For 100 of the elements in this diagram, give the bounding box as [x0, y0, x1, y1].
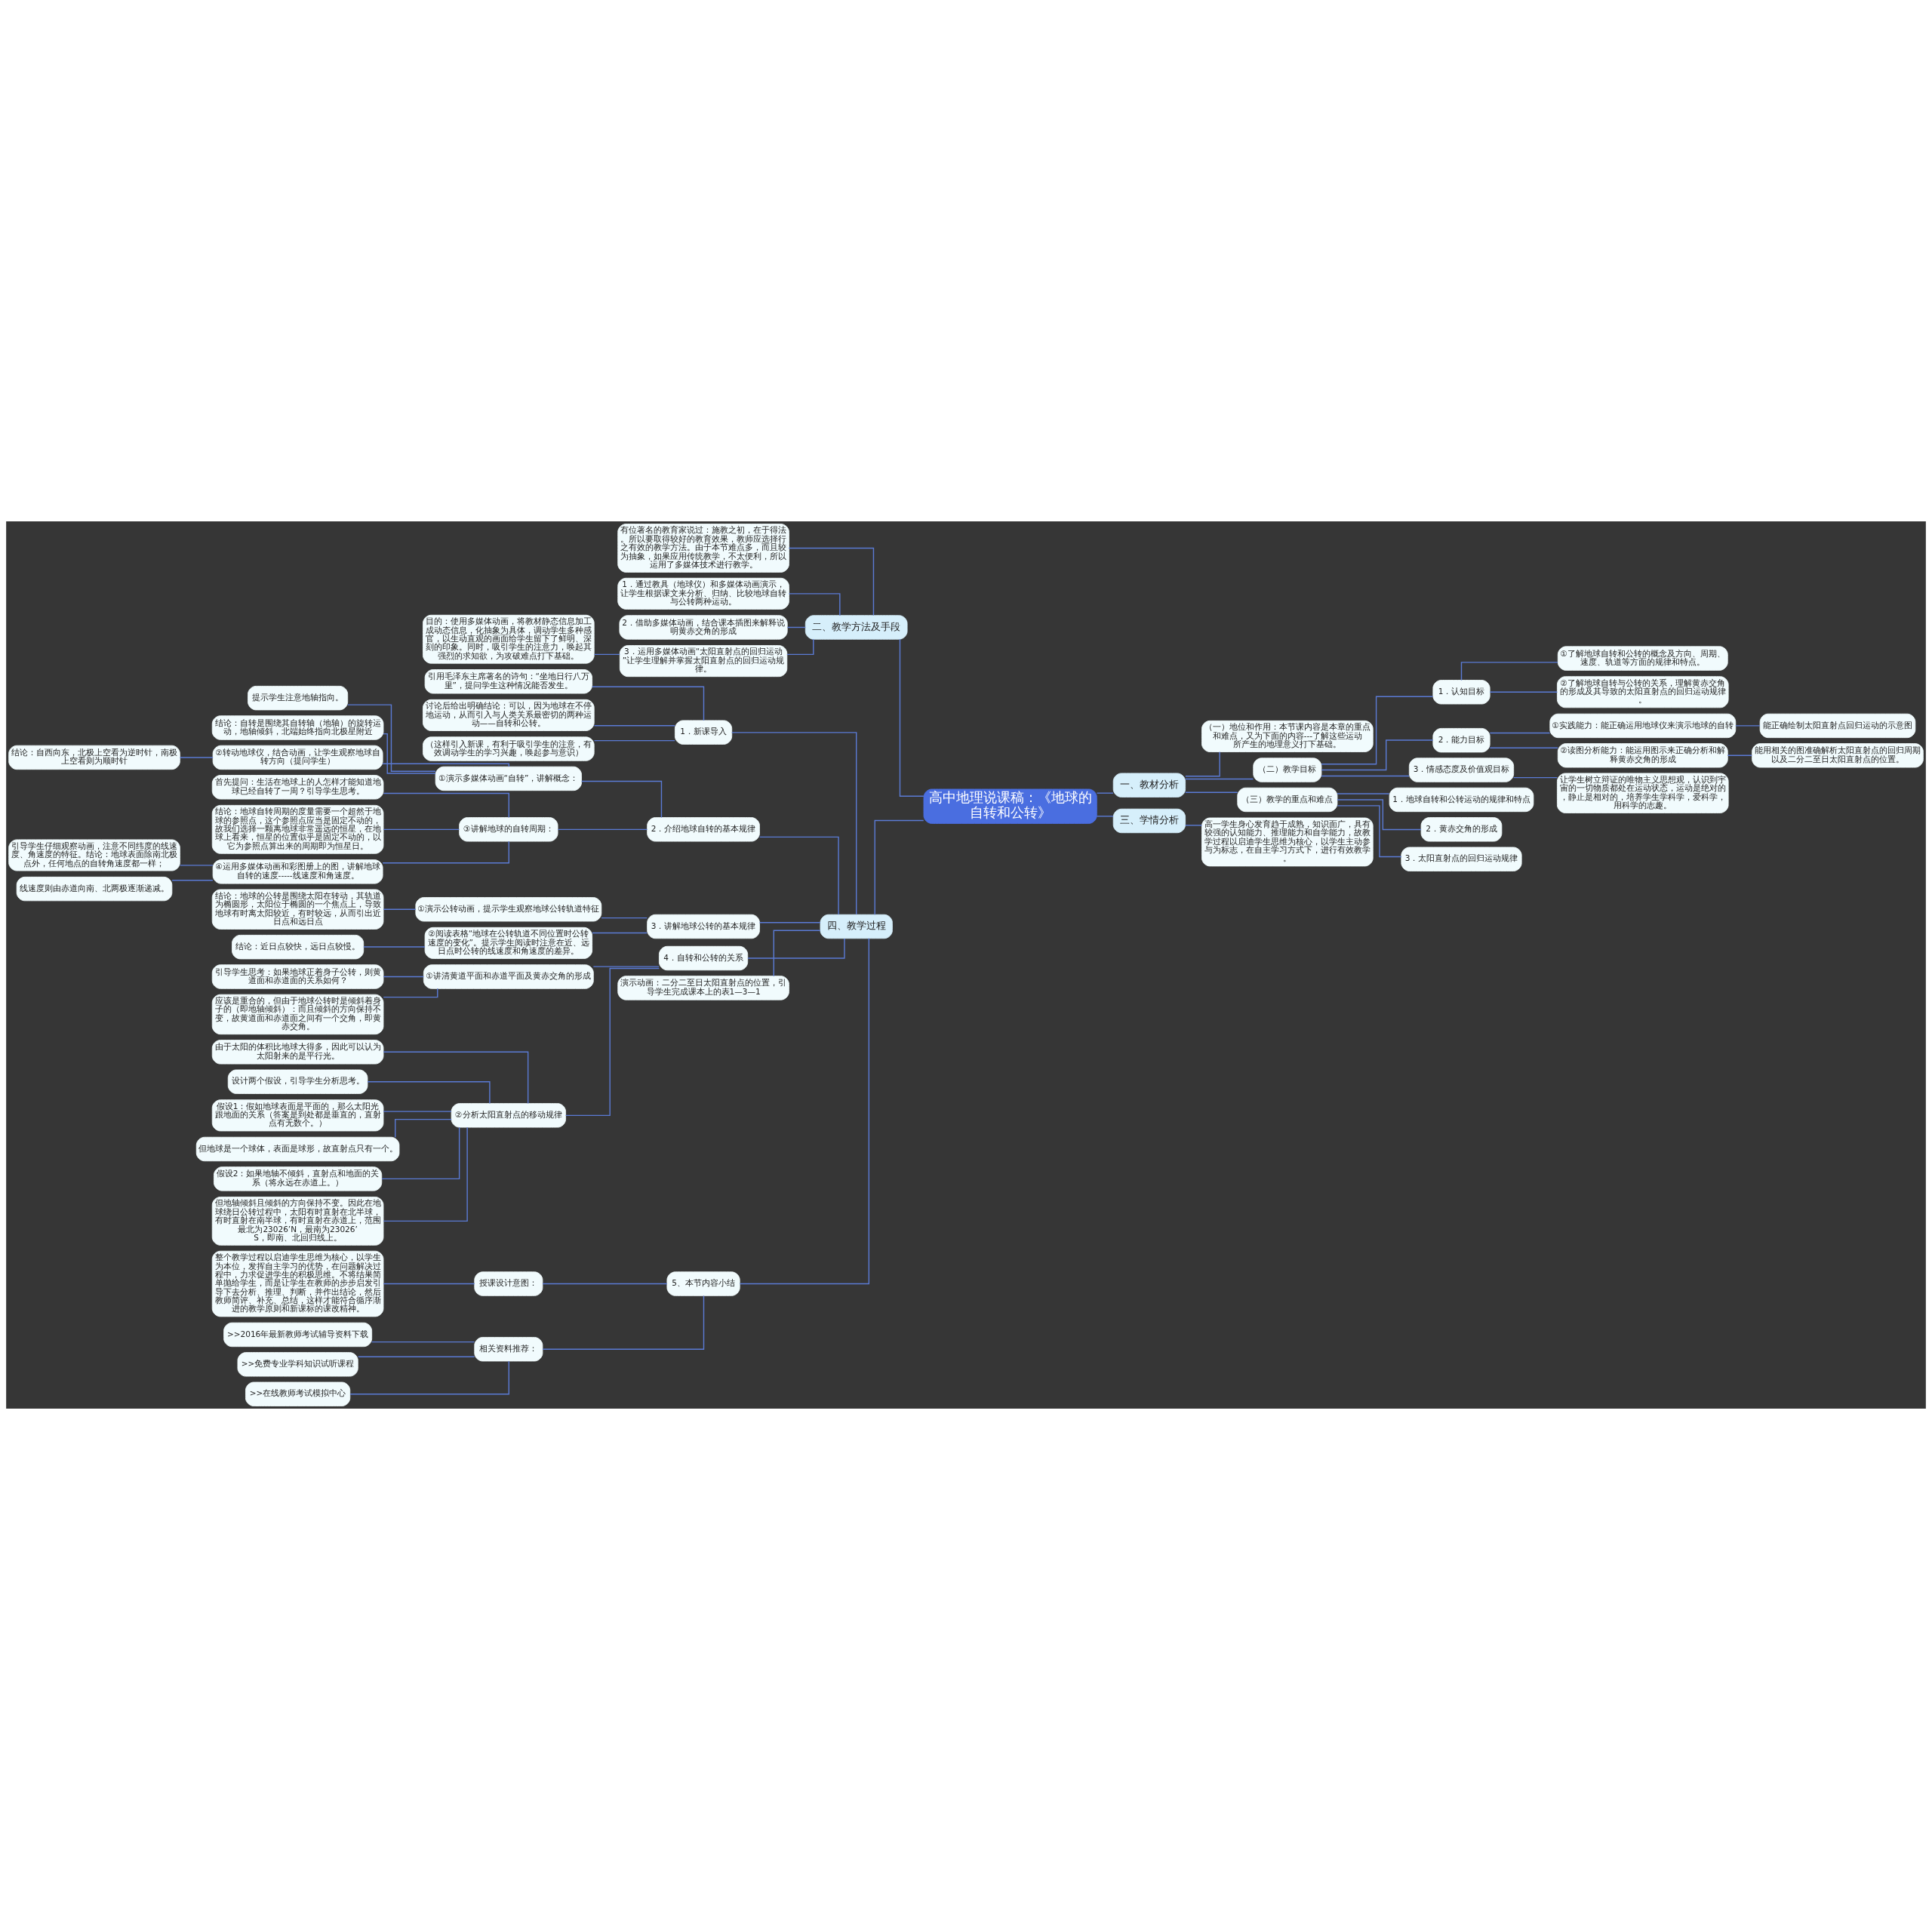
- node-box: 一、教材分析: [1112, 773, 1186, 798]
- connector: [1321, 739, 1434, 771]
- connector: [1185, 791, 1238, 793]
- connector: [383, 976, 424, 978]
- node-box: >>2016年最新教师考试辅导资料下载: [223, 1322, 373, 1348]
- connector: [758, 922, 821, 924]
- node-box: ②读图分析能力：能运用图示来正确分析和解释黄赤交角的形成: [1557, 743, 1728, 768]
- connector: [383, 908, 417, 910]
- node-box: ②转动地球仪，结合动画，让学生观察地球自转方向（提问学生）: [212, 745, 383, 770]
- node-box: 目的：使用多媒体动画，将教材静态信息加工成动态信息，化抽象为具体，调动学生多种感官，以生动直观的画面给学生留下了鲜明、深刻的印象。同时，吸引学生的注意力，唤起其强烈的求知欲，为攻破难点打下基础。: [423, 614, 595, 664]
- node-box: >>免费专业学科知识试听课程: [237, 1352, 358, 1377]
- node-box: 授课设计意图：: [474, 1271, 543, 1296]
- node-box: ②阅读表格“地球在公转轨道不同位置时公转速度的变化”。提示学生阅读时注意在近、远日点时公转的线速度和角速度的差异。: [424, 927, 592, 959]
- connector: [381, 1126, 460, 1180]
- node-box: 1．地球自转和公转运动的规律和特点: [1389, 787, 1534, 813]
- connector: [747, 938, 845, 959]
- connector: [1185, 751, 1220, 777]
- node-box: 有位著名的教育家说过：施教之初，在于得法。所以要取得较好的教育效果，教师应选择行之有效的教学方法。由于本节难点多，而且较为抽象，如果应用传统教学，不太便利，所以运用了多媒体技术进行教学。: [617, 524, 789, 573]
- connector: [591, 686, 705, 721]
- connector: [1489, 732, 1551, 734]
- node-box: 3．情感态度及价值观目标: [1408, 758, 1515, 782]
- node-box: 相关资料推荐：: [474, 1337, 543, 1362]
- connector: [171, 880, 214, 881]
- connector: [383, 1283, 475, 1285]
- connector: [1321, 696, 1434, 765]
- connector: [347, 704, 436, 772]
- connector: [1489, 691, 1558, 693]
- connector: [1096, 816, 1114, 817]
- node-box: （这样引入新课，有利于吸引学生的注意，有效调动学生的学习兴趣，唤起参与意识）: [423, 736, 595, 761]
- connector: [786, 626, 806, 628]
- node-box: 2．介绍地球自转的基本规律: [647, 817, 760, 842]
- node-box: 3．讲解地球公转的基本规律: [647, 914, 760, 939]
- node-box: 让学生树立辩证的唯物主义思想观，认识到宇宙的一切物质都处在运动状态，运动是绝对的，静止是相对的，培养学生学科学，爱科学，用科学的志趣。: [1557, 773, 1729, 813]
- node-box: 引用毛泽东主席著名的诗句：“坐地日行八万里”，提问学生这种情况能否发生。: [424, 669, 592, 694]
- node-box: （三）教学的重点和难点: [1237, 787, 1338, 813]
- node-box: 设计两个假设，引导学生分析思考。: [227, 1069, 368, 1094]
- connector: [383, 828, 460, 831]
- connector: [382, 763, 509, 767]
- node-box: 结论：自转是围绕其自转轴（地轴）的旋转运动，地轴倾斜，北端始终指向北极星附近: [211, 715, 384, 740]
- node-box: ①演示多媒体动画“自转”，讲解概念：: [435, 766, 582, 791]
- connector: [383, 988, 438, 998]
- connector: [383, 1126, 468, 1222]
- node-box: ④运用多媒体动画和彩图册上的图，讲解地球自转的速度-----线速度和角速度。: [212, 859, 383, 884]
- node-box: 讨论后给出明确结论：可以，因为地球在不停地运动，从而引入与人类关系最密切的两种运动——自转和公转。: [423, 699, 595, 731]
- connector: [874, 819, 924, 915]
- connector: [899, 638, 924, 797]
- node-box: 能正确绘制太阳直射点回归运动的示意图: [1759, 713, 1916, 739]
- connector: [367, 1081, 491, 1105]
- node-box: 1．新课导入: [674, 720, 733, 745]
- connector: [542, 1283, 668, 1285]
- connector: [1727, 754, 1752, 756]
- node-box: 假设2：如果地轴不倾斜，直射点和地面的关系（将永远在赤道上。）: [214, 1166, 383, 1191]
- node-box: 但地球是一个球体，表面是球形，故直射点只有一个。: [195, 1136, 400, 1162]
- node-box: （二）教学目标: [1253, 758, 1322, 782]
- node-box: 结论：地球自转周期的度量需要一个超然于地球的参照点，这个参照点应当是固定不动的，故我们选择一颗离地球非常遥远的恒星，在地球上看来，恒星的位置似乎是固定不动的，以它为参照点算出来的周期即为恒星日。: [211, 804, 384, 854]
- connector: [371, 1341, 475, 1343]
- connector: [786, 638, 814, 656]
- connector: [593, 739, 675, 742]
- connector: [1096, 792, 1114, 794]
- node-box: 二、教学方法及手段: [804, 615, 908, 640]
- connector: [179, 757, 214, 758]
- node-box: ②分析太阳直射点的移动规律: [451, 1103, 566, 1128]
- node-box: 1．通过教具（地球仪）和多媒体动画演示，让学生根据课文来分析、归纳、比较地球自转与公转两种运动。: [617, 577, 789, 610]
- connector: [363, 946, 426, 948]
- connector: [581, 780, 663, 819]
- node-box: 假设1：假如地球表面是平面的，那么太阳光跟地面的关系（答案是到处都是垂直的，直射点有无数个。）: [211, 1099, 384, 1132]
- connector: [349, 1360, 509, 1395]
- connector: [1321, 775, 1410, 777]
- node-box: 2．黄赤交角的形成: [1420, 817, 1503, 842]
- node-box: 2．借助多媒体动画，结合课本插图来解释说明黄赤交角的形成: [619, 615, 788, 640]
- node-box: 由于太阳的体积比地球大得多，因此可以认为太阳射来的是平行光。: [211, 1040, 384, 1065]
- node-box: ②了解地球自转与公转的关系，理解黄赤交角的形成及其导致的太阳直射点的回归运动规律。: [1557, 676, 1729, 708]
- node-box: 高中地理说课稿：《地球的自转和公转》: [923, 788, 1097, 824]
- connector: [758, 836, 839, 915]
- connector: [739, 938, 870, 1285]
- connector: [788, 547, 875, 616]
- connector: [383, 1111, 452, 1112]
- node-box: ①了解地球自转和公转的概念及方向、周期、速度、轨道等方面的规律和特点。: [1557, 646, 1728, 671]
- connector: [565, 967, 660, 1117]
- connector: [395, 1118, 452, 1138]
- node-box: 整个教学过程以启迪学生思维为核心，以学生为本位，发挥自主学习的优势，在问题解决过程中，力求促进学生的积极思维。不将结果简单抛给学生，而是让学生在教师的步步启发引导下去分析、推理、判断，并作出结论，然后教师简评、补充、总结，这样才能符合循序渐进的教学原则和新课标的课改精神。: [211, 1250, 384, 1317]
- node-box: 结论：地球的公转是围绕太阳在转动，其轨道为椭圆形，太阳位于椭圆的一个焦点上，导致地球有时离太阳较近，有时较远，从而引出近日点和远日点: [211, 889, 384, 930]
- node-box: 引导学生仔细观察动画，注意不同纬度的线速度、角速度的特征。结论：地球表面除南北极点外，任何地点的自转角速度都一样；: [8, 839, 180, 871]
- connector: [1337, 799, 1422, 831]
- node-box: 引导学生思考：如果地球正着身子公转，则黄道面和赤道面的关系如何？: [211, 964, 384, 989]
- connector: [383, 1051, 529, 1105]
- connector: [731, 732, 857, 915]
- node-box: 结论：近日点较快，远日点较慢。: [232, 934, 365, 960]
- connector: [1489, 747, 1558, 748]
- connector: [593, 653, 620, 656]
- node-box: >>在线教师考试模拟中心: [245, 1381, 351, 1406]
- connector: [542, 1295, 705, 1350]
- connector: [601, 917, 648, 919]
- connector: [1337, 793, 1390, 794]
- connector: [383, 792, 509, 819]
- node-box: 能用相关的图准确解析太阳直射点的回归周期以及二分二至日太阳直射点的位置。: [1752, 743, 1924, 768]
- connector: [788, 593, 841, 616]
- connector: [1185, 825, 1203, 826]
- node-box: 但地轴倾斜且倾斜的方向保持不变。因此在地球绕日公转过程中，太阳有时直射在北半球，有时直射在南半球，有时直射在赤道上，范围最北为23026’N，最南为23026’S，即南、北回归线上。: [211, 1197, 384, 1246]
- connector: [1460, 662, 1558, 681]
